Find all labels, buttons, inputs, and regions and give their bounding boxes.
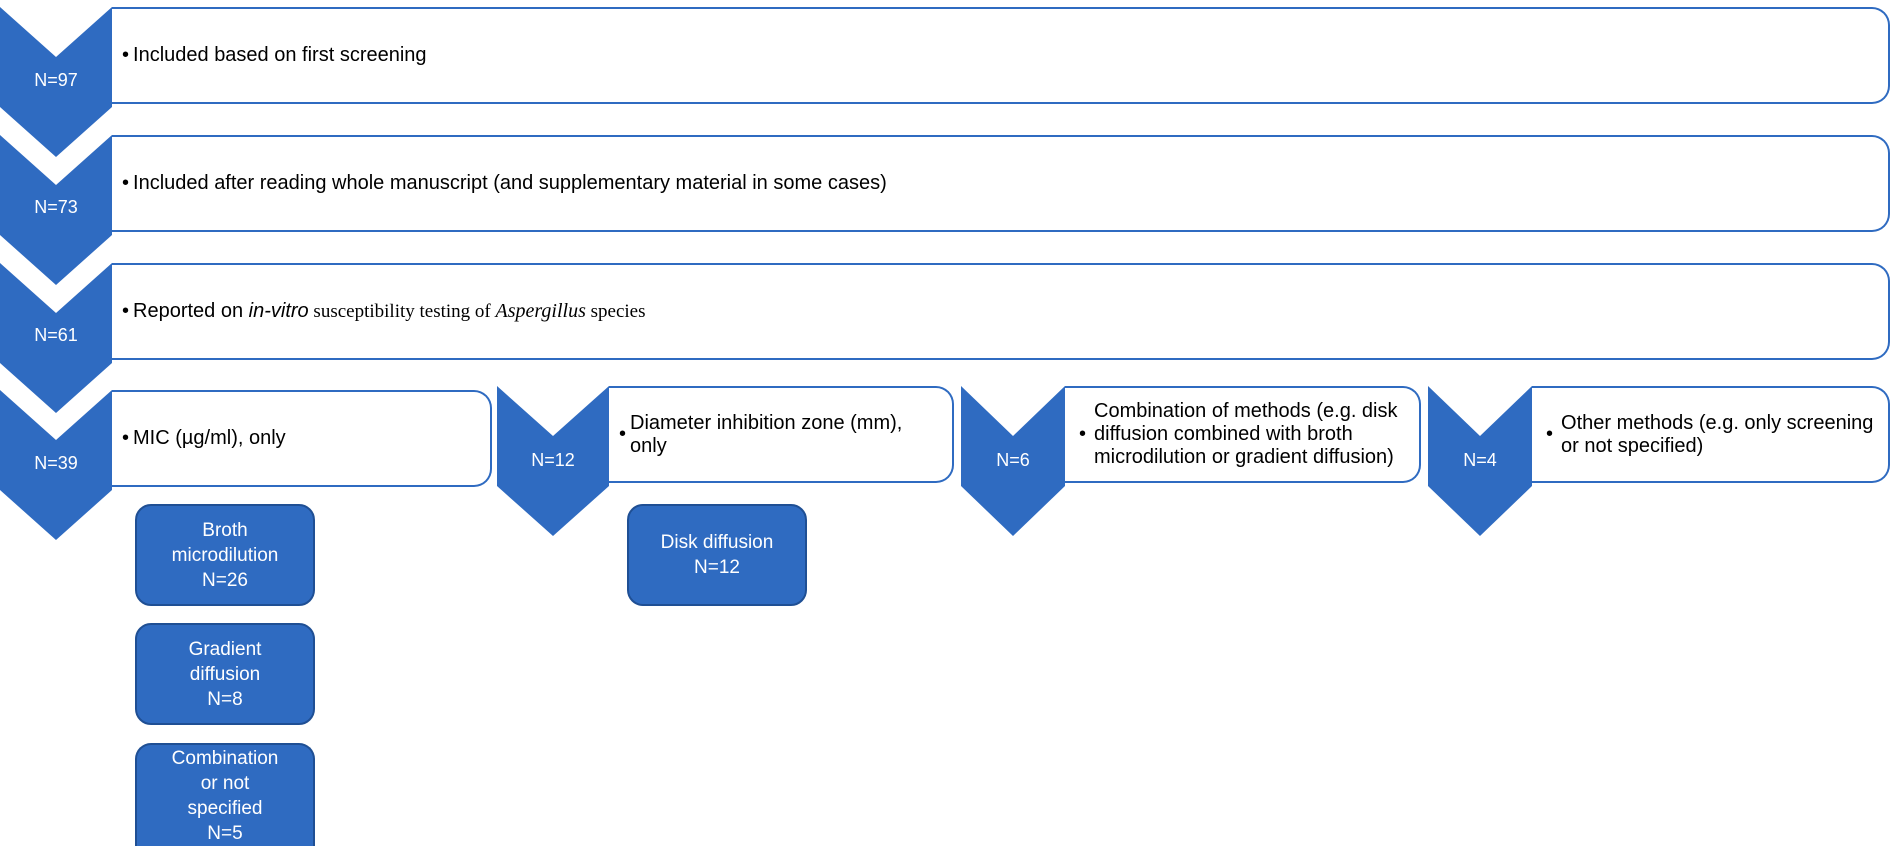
card-whole-manuscript: • Included after reading whole manuscrip… bbox=[112, 135, 1890, 232]
text-in-vitro: in-vitro bbox=[248, 300, 309, 322]
count-mic: N=39 bbox=[34, 453, 78, 473]
method-label: Combination bbox=[171, 747, 279, 769]
card-first-screening: • Included based on first screening bbox=[112, 7, 1890, 104]
method-label: Broth bbox=[202, 519, 248, 541]
count-diameter: N=12 bbox=[531, 450, 575, 470]
text-mid: susceptibility testing of bbox=[308, 301, 496, 322]
card-text: Combination of methods (e.g. disk diffus… bbox=[1094, 400, 1398, 468]
count-level-1: N=97 bbox=[34, 70, 78, 90]
chevron-level-2 bbox=[0, 135, 112, 285]
method-count: N=5 bbox=[207, 822, 243, 844]
card-combination: • Combination of methods (e.g. disk diff… bbox=[1065, 386, 1421, 483]
text-prefix: Reported on bbox=[133, 300, 249, 322]
method-count: N=26 bbox=[202, 569, 248, 591]
method-label: or not bbox=[200, 772, 250, 794]
bullet: • bbox=[122, 300, 130, 322]
method-count: N=8 bbox=[207, 688, 243, 710]
method-label: Disk diffusion bbox=[660, 532, 774, 553]
text-aspergillus: Aspergillus bbox=[495, 300, 586, 322]
count-level-3: N=61 bbox=[34, 325, 78, 345]
chevron-diameter bbox=[497, 386, 609, 536]
method-label: specified bbox=[187, 797, 263, 819]
method-count: N=12 bbox=[694, 557, 740, 578]
count-other: N=4 bbox=[1463, 450, 1497, 470]
method-label: Gradient bbox=[188, 638, 262, 660]
card-text: Reported on in-vitro susceptibility test… bbox=[133, 300, 1888, 323]
bullet: • bbox=[1079, 423, 1087, 445]
card-other: • Other methods (e.g. only screening or … bbox=[1532, 386, 1890, 483]
bullet: • bbox=[1546, 423, 1554, 445]
chevron-mic bbox=[0, 390, 112, 540]
text-suffix: species bbox=[585, 301, 646, 322]
chevron-other bbox=[1428, 386, 1532, 536]
card-text: Included based on first screening bbox=[133, 44, 427, 66]
method-label: diffusion bbox=[189, 663, 261, 685]
chevron-level-3 bbox=[0, 263, 112, 413]
count-level-2: N=73 bbox=[34, 197, 78, 217]
chevron-level-1 bbox=[0, 7, 112, 157]
card-text: Other methods (e.g. only screening or no… bbox=[1561, 411, 1874, 457]
method-gradient-diffusion: Gradient diffusion N=8 bbox=[135, 623, 315, 725]
method-disk-diffusion: Disk diffusion N=12 bbox=[627, 504, 807, 606]
count-combination: N=6 bbox=[996, 450, 1030, 470]
card-mic: • MIC (µg/ml), only bbox=[112, 390, 492, 487]
method-combination-not-specified: Combination or not specified N=5 bbox=[135, 743, 315, 846]
card-diameter: • Diameter inhibition zone (mm), only bbox=[609, 386, 954, 483]
card-text: MIC (µg/ml), only bbox=[133, 427, 286, 449]
method-label: microdilution bbox=[171, 544, 279, 566]
chevron-combination bbox=[961, 386, 1065, 536]
bullet: • bbox=[122, 172, 130, 194]
card-susceptibility-testing: • Reported on in-vitro susceptibility te… bbox=[112, 263, 1890, 360]
bullet: • bbox=[619, 423, 627, 445]
card-text: Included after reading whole manuscript … bbox=[133, 172, 887, 194]
bullet: • bbox=[122, 427, 130, 449]
method-broth-microdilution: Broth microdilution N=26 bbox=[135, 504, 315, 606]
card-text: Diameter inhibition zone (mm), only bbox=[630, 411, 903, 457]
bullet: • bbox=[122, 44, 130, 66]
